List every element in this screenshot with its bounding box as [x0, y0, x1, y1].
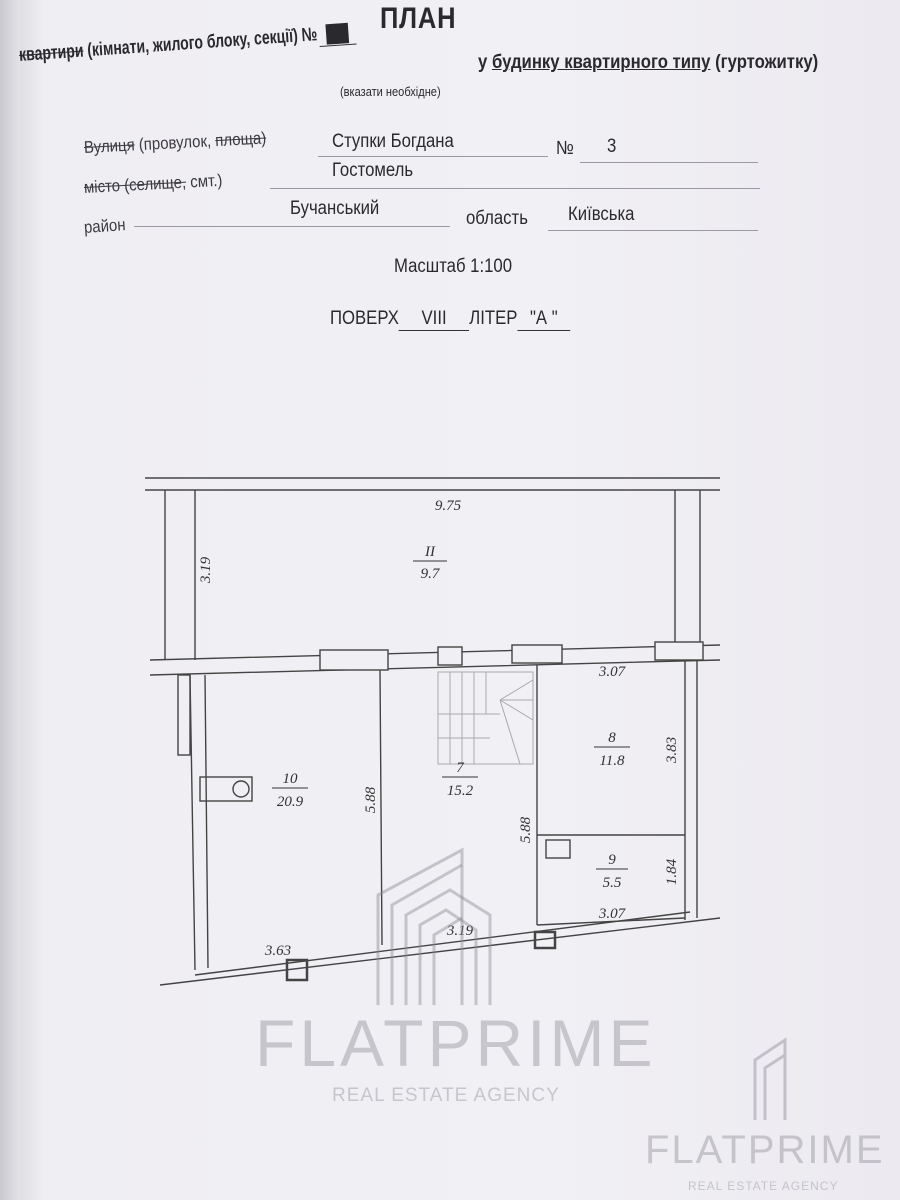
- street-value: Ступки Богдана: [332, 131, 454, 152]
- dim-room10-width: 3.63: [264, 943, 291, 959]
- watermark-tagline: REAL ESTATE AGENCY: [332, 1085, 560, 1106]
- window: [654, 641, 704, 661]
- window: [511, 644, 563, 664]
- flatprime-logo-icon: [376, 847, 787, 1120]
- exterior-wall: [149, 644, 721, 676]
- floor-value: VIII: [398, 308, 470, 331]
- balcony-area: 9.7: [421, 566, 441, 582]
- dim-room7-depth: 5.88: [518, 816, 534, 843]
- room-10-number: 10: [283, 771, 299, 787]
- window: [437, 646, 463, 666]
- dim-balcony-width: 9.75: [435, 498, 462, 514]
- letter-label: ЛІТЕР: [469, 308, 518, 329]
- scale-label: Масштаб 1:100: [394, 256, 513, 277]
- stove-burner-icon: [232, 780, 250, 798]
- document-title: ПЛАН: [380, 2, 457, 35]
- vent-shaft-icon: [285, 958, 309, 982]
- room-9-number: 9: [608, 852, 616, 868]
- dim-room7-width: 3.19: [446, 923, 474, 939]
- dim-room9-depth: 1.84: [664, 858, 680, 885]
- sink-icon: [545, 839, 571, 859]
- watermark-brand: FLATPRIME: [255, 1006, 657, 1080]
- stove-icon: [199, 776, 253, 802]
- building-type: будинку квартирного типу: [491, 52, 711, 73]
- room-8-number: 8: [608, 730, 616, 746]
- dim-room9-width: 3.07: [598, 906, 627, 922]
- wall-room10-room7: [379, 669, 383, 946]
- balcony-left-wall: [164, 490, 196, 660]
- right-wall: [684, 660, 698, 920]
- book-spine: [0, 0, 20, 1200]
- heading-u: у: [478, 52, 488, 73]
- window: [319, 649, 389, 671]
- document-page: [14, 0, 900, 1200]
- city-value: Гостомель: [332, 160, 414, 181]
- room-7-number: 7: [456, 760, 465, 776]
- dim-room10-depth: 5.88: [363, 786, 379, 813]
- room-10-area: 20.9: [277, 794, 304, 810]
- floor-label: ПОВЕРХ: [330, 308, 399, 329]
- left-wall: [189, 674, 209, 971]
- balcony-right-wall: [674, 490, 701, 645]
- balcony-number: II: [424, 544, 436, 560]
- room-8-area: 11.8: [599, 753, 625, 769]
- staircase: [437, 671, 534, 765]
- hint-text: (вказати необхідне): [340, 84, 441, 99]
- dim-balcony-depth: 3.19: [198, 556, 214, 584]
- dormitory-label: (гуртожитку): [715, 52, 819, 73]
- heading-line-right: у будинку квартирного типу (гуртожитку): [478, 52, 818, 74]
- bottom-wall: [159, 911, 721, 986]
- vent-shaft-icon: [533, 930, 557, 950]
- district-value: Бучанський: [290, 198, 380, 219]
- room-7-area: 15.2: [447, 783, 474, 799]
- number-label: №: [556, 138, 574, 159]
- watermark-tagline-small: REAL ESTATE AGENCY: [688, 1179, 839, 1193]
- radiator-icon: [177, 674, 191, 756]
- dim-room8-width: 3.07: [598, 664, 627, 680]
- dim-room8-depth: 3.83: [664, 737, 680, 764]
- letter-value: "А ": [517, 308, 571, 331]
- watermark-brand-small: FLATPRIME: [645, 1128, 885, 1172]
- number-value: 3: [607, 136, 617, 157]
- room-9-area: 5.5: [603, 875, 622, 891]
- balcony-outer-wall: [145, 477, 720, 491]
- region-label: область: [466, 208, 528, 229]
- region-value: Київська: [568, 204, 635, 225]
